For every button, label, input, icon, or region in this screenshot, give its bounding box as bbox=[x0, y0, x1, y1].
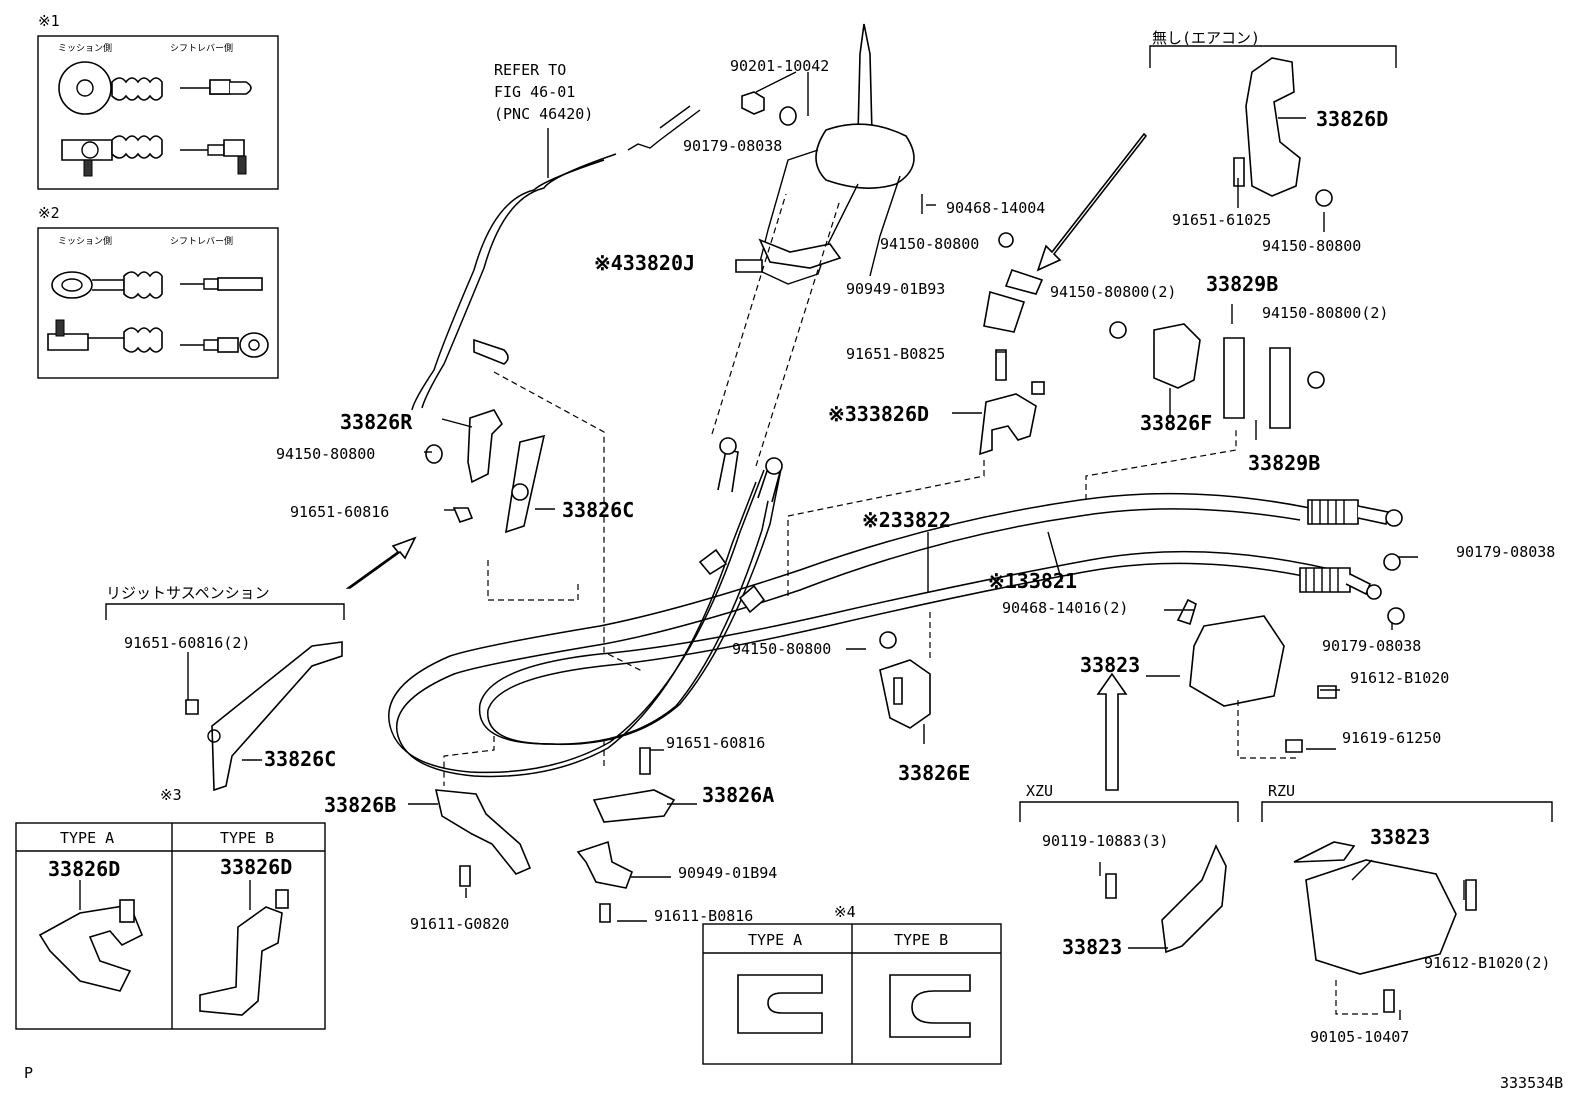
label-91651-61025: 91651-61025 bbox=[1172, 211, 1271, 229]
inset-4-type-b: TYPE B bbox=[894, 931, 948, 949]
shift-lever bbox=[757, 23, 915, 285]
label-33826C-low: 33826C bbox=[264, 747, 336, 771]
reference-lines bbox=[443, 193, 1378, 1015]
cable-33821 bbox=[478, 463, 1351, 746]
ball-joint-end-illustration bbox=[58, 61, 163, 177]
group-rzu: RZU bbox=[1268, 782, 1295, 800]
leader-lines bbox=[187, 71, 1465, 1020]
lever-eye-end-illustration bbox=[180, 277, 269, 358]
label-91651-60816-2: 91651-60816(2) bbox=[124, 634, 250, 652]
label-33829B-top: 33829B bbox=[1206, 272, 1278, 296]
part-labels: 90201-10042 90179-08038 90468-14004 9415… bbox=[124, 57, 1555, 1046]
label-90105-10407: 90105-10407 bbox=[1310, 1028, 1409, 1046]
inset-1-frame bbox=[37, 35, 279, 190]
label-33823-xzu: 33823 bbox=[1062, 935, 1122, 959]
inset-1-col-left: ミッション側 bbox=[58, 42, 112, 54]
label-91651-B0825: 91651-B0825 bbox=[846, 345, 945, 363]
label-91611-G0820: 91611-G0820 bbox=[410, 915, 509, 933]
label-33829B-bot: 33829B bbox=[1248, 451, 1320, 475]
label-90201-10042: 90201-10042 bbox=[730, 57, 829, 75]
clip-type-a-illustration bbox=[737, 974, 823, 1034]
inset-3-frame bbox=[15, 822, 326, 1030]
label-33820J: ※433820J bbox=[594, 251, 695, 275]
footer-left: P bbox=[24, 1064, 33, 1082]
inset-2-frame bbox=[37, 227, 279, 379]
label-91651-60816-center: 91651-60816 bbox=[666, 734, 765, 752]
inset-3-part-a: 33826D bbox=[48, 857, 120, 881]
group-xzu: XZU bbox=[1026, 782, 1053, 800]
label-33826R: 33826R bbox=[340, 410, 413, 434]
label-33822: ※233822 bbox=[862, 508, 951, 532]
inset-2: ※2 ミッション側 シフトレバー側 bbox=[37, 204, 279, 379]
label-90468-14016: 90468-14016(2) bbox=[1002, 599, 1128, 617]
label-33826B: 33826B bbox=[324, 793, 396, 817]
refer-line-1: REFER TO bbox=[494, 61, 566, 79]
label-94150-80800-mid: 94150-80800 bbox=[880, 235, 979, 253]
group-nashi-aircon: 無し(エアコン) bbox=[1152, 29, 1260, 47]
inset-2-col-left: ミッション側 bbox=[58, 235, 112, 247]
label-91611-B0816: 91611-B0816 bbox=[654, 907, 753, 925]
label-90179-08038-r1: 90179-08038 bbox=[1456, 543, 1555, 561]
inset-3-marker: ※3 bbox=[160, 786, 182, 804]
inset-4-type-a: TYPE A bbox=[748, 931, 802, 949]
label-91651-60816-left: 91651-60816 bbox=[290, 503, 389, 521]
label-33826D-top: 33826D bbox=[1316, 107, 1388, 131]
direction-arrows bbox=[345, 132, 1148, 791]
inset-1-col-right: シフトレバー側 bbox=[170, 42, 233, 54]
inset-4-marker: ※4 bbox=[834, 903, 856, 921]
label-90949-01B93: 90949-01B93 bbox=[846, 280, 945, 298]
cable-from-refer bbox=[411, 159, 605, 411]
cable-33822 bbox=[388, 469, 1311, 774]
label-33826F: 33826F bbox=[1140, 411, 1212, 435]
label-33823-rzu: 33823 bbox=[1370, 825, 1430, 849]
label-94150-80800-tr: 94150-80800 bbox=[1262, 237, 1361, 255]
label-33826C-mid: 33826C bbox=[562, 498, 634, 522]
label-91612-B1020: 91612-B1020 bbox=[1350, 669, 1449, 687]
label-33826D-mid: ※333826D bbox=[828, 402, 929, 426]
label-90179-08038-top: 90179-08038 bbox=[683, 137, 782, 155]
inset-4: ※4 TYPE A TYPE B bbox=[702, 903, 1002, 1065]
shift-lever-end-illustration bbox=[180, 79, 252, 175]
label-94150-80800-center: 94150-80800 bbox=[732, 640, 831, 658]
label-94150-80800-left: 94150-80800 bbox=[276, 445, 375, 463]
hardware bbox=[185, 57, 1477, 1013]
inset-2-col-right: シフトレバー側 bbox=[170, 235, 233, 247]
inset-1: ※1 ミッション側 シフトレバー側 bbox=[37, 12, 279, 190]
bracket-type-b-illustration bbox=[199, 906, 283, 1016]
label-91619-61250: 91619-61250 bbox=[1342, 729, 1441, 747]
arrow-to-33826C bbox=[345, 536, 417, 589]
refer-line-2: FIG 46-01 bbox=[494, 83, 575, 101]
label-94150-80800-2b: 94150-80800(2) bbox=[1262, 304, 1388, 322]
inset-3-type-b: TYPE B bbox=[220, 829, 274, 847]
arrow-to-33823 bbox=[1096, 672, 1128, 791]
inset-3-type-a: TYPE A bbox=[60, 829, 114, 847]
label-94150-80800-2a: 94150-80800(2) bbox=[1050, 283, 1176, 301]
inset-2-marker: ※2 bbox=[38, 204, 60, 222]
clip-type-b-illustration bbox=[889, 974, 971, 1038]
label-33826A: 33826A bbox=[702, 783, 774, 807]
label-33821: ※133821 bbox=[988, 569, 1077, 593]
inset-1-marker: ※1 bbox=[38, 12, 60, 30]
group-brackets: 無し(エアコン) リジットサスペンション XZU RZU bbox=[105, 29, 1553, 822]
label-90468-14004: 90468-14004 bbox=[946, 199, 1045, 217]
arrow-to-upper-bracket bbox=[1036, 132, 1148, 272]
label-33826E: 33826E bbox=[898, 761, 970, 785]
group-rigid-suspension: リジットサスペンション bbox=[106, 584, 270, 602]
inset-3-part-b: 33826D bbox=[220, 855, 292, 879]
refer-to-note: REFER TO FIG 46-01 (PNC 46420) bbox=[494, 61, 593, 178]
label-90119-10883: 90119-10883(3) bbox=[1042, 832, 1168, 850]
label-33823-mid: 33823 bbox=[1080, 653, 1140, 677]
refer-line-3: (PNC 46420) bbox=[494, 105, 593, 123]
label-90949-01B94: 90949-01B94 bbox=[678, 864, 777, 882]
label-90179-08038-r2: 90179-08038 bbox=[1322, 637, 1421, 655]
eye-end-illustration bbox=[47, 271, 163, 353]
label-91612-B1020-2: 91612-B1020(2) bbox=[1424, 954, 1550, 972]
control-cables bbox=[388, 105, 1403, 778]
inset-3: ※3 TYPE A TYPE B 33826D 33826D bbox=[15, 786, 326, 1030]
footer-code: 333534B bbox=[1500, 1074, 1563, 1092]
